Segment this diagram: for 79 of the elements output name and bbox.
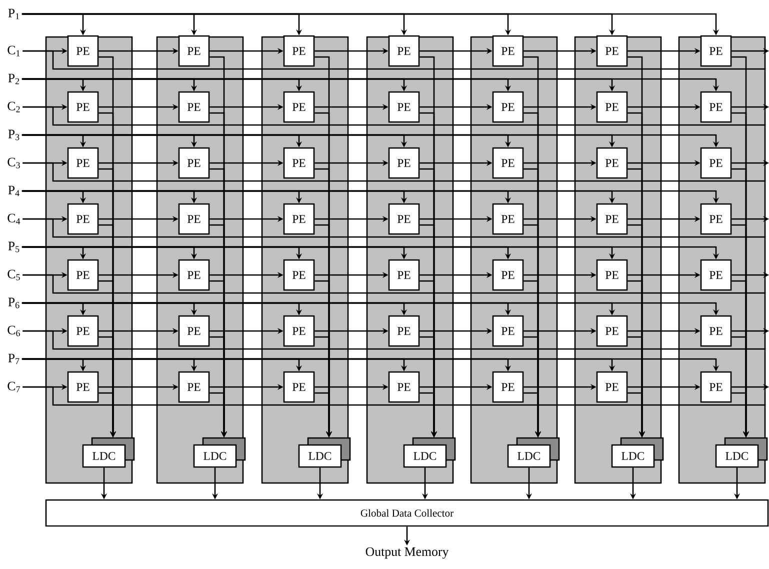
pe-box: PE [492, 259, 524, 291]
pe-box: PE [283, 203, 315, 235]
signal-label: P$_{5}$ [8, 242, 20, 252]
pe-box: PE [700, 315, 732, 347]
pe-box: PE [388, 371, 420, 403]
ldc-box: LDC [611, 437, 664, 468]
ldc-box: LDC [82, 437, 135, 468]
pe-box: PE [283, 35, 315, 67]
ldc-box: LDC [715, 437, 768, 468]
pe-box: PE [700, 259, 732, 291]
signal-label: P$_{7}$ [8, 354, 20, 364]
signal-label: C$_{4}$ [8, 214, 20, 224]
signal-label: P$_{1}$ [8, 8, 20, 20]
pe-box: PE [178, 371, 210, 403]
pe-box: PE [67, 259, 99, 291]
pe-box: PE [492, 371, 524, 403]
pe-box: PE [492, 91, 524, 123]
pe-box: PE [283, 315, 315, 347]
line [22, 218, 766, 238]
signal-label: C$_{7}$ [8, 382, 20, 392]
pe-box: PE [596, 259, 628, 291]
pe-box: PE [67, 35, 99, 67]
pe-box: PE [178, 203, 210, 235]
pe-box: PE [700, 371, 732, 403]
line [22, 50, 766, 70]
pe-box: PE [178, 259, 210, 291]
pe-box: PE [283, 147, 315, 179]
line [22, 330, 766, 350]
pe-box: PE [700, 91, 732, 123]
pe-box: PE [492, 203, 524, 235]
pe-box: PE [388, 91, 420, 123]
pe-box: PE [67, 91, 99, 123]
pe-box: PE [67, 315, 99, 347]
pe-box: PE [178, 91, 210, 123]
pe-box: PE [178, 315, 210, 347]
pe-box: PE [596, 91, 628, 123]
line [22, 106, 766, 126]
pe-box: PE [388, 203, 420, 235]
line [22, 386, 766, 406]
pe-box: PE [67, 371, 99, 403]
ldc-box: LDC [403, 437, 456, 468]
pe-box: PE [178, 35, 210, 67]
ldc-box: LDC [507, 437, 560, 468]
pe-box: PE [596, 315, 628, 347]
pe-box: PE [700, 147, 732, 179]
pe-box: PE [492, 35, 524, 67]
pe-box: PE [388, 35, 420, 67]
pe-box: PE [700, 203, 732, 235]
pe-box: PE [67, 147, 99, 179]
pe-box: PE [388, 315, 420, 347]
pe-box: PE [388, 259, 420, 291]
pe-box: PE [178, 147, 210, 179]
signal-label: C$_{1}$ [8, 46, 20, 56]
signal-label: P$_{2}$ [8, 74, 20, 84]
pe-box: PE [596, 371, 628, 403]
signal-label: C$_{5}$ [8, 270, 20, 280]
signal-label: C$_{6}$ [8, 326, 20, 336]
collector-bar: Global Data Collector [45, 499, 769, 527]
pe-box: PE [596, 203, 628, 235]
signal-label: C$_{2}$ [8, 102, 20, 112]
pe-box: PE [596, 147, 628, 179]
pe-box: PE [283, 91, 315, 123]
pe-box: PE [596, 35, 628, 67]
pe-box: PE [492, 315, 524, 347]
ldc-box: LDC [298, 437, 351, 468]
signal-label: C$_{3}$ [8, 158, 20, 168]
pe-box: PE [283, 259, 315, 291]
pe-box: PE [388, 147, 420, 179]
pe-box: PE [283, 371, 315, 403]
pe-box: PE [67, 203, 99, 235]
ldc-box: LDC [193, 437, 246, 468]
signal-label: P$_{6}$ [8, 298, 20, 308]
signal-label: P$_{3}$ [8, 130, 20, 140]
signal-label: P$_{4}$ [8, 186, 20, 196]
line [22, 274, 766, 294]
pe-box: PE [700, 35, 732, 67]
output-label: Output Memory [366, 547, 449, 559]
line [22, 162, 766, 182]
pe-box: PE [492, 147, 524, 179]
